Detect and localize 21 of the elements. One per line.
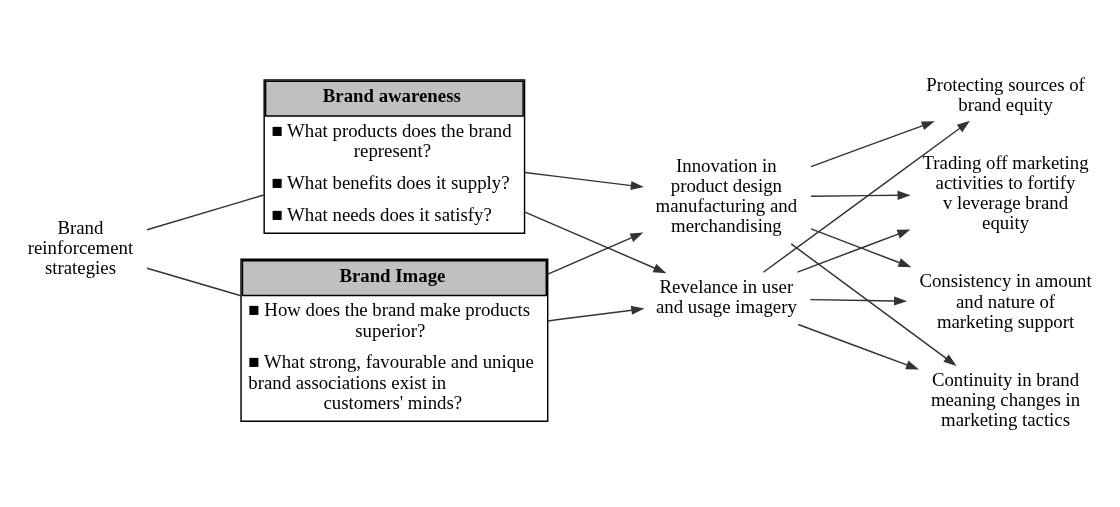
arrow — [547, 305, 645, 322]
arrow — [547, 232, 644, 275]
node-text: Consistency in amount and nature of marketing support — [919, 270, 1092, 332]
connector — [146, 267, 242, 297]
arrow — [810, 121, 935, 168]
connector — [146, 194, 265, 231]
arrow — [524, 171, 644, 191]
node-text: Brand reinforcement strategies — [27, 216, 134, 279]
arrow — [524, 211, 667, 274]
arrow — [810, 190, 911, 200]
arrow — [810, 228, 912, 268]
node-text: Innovation in product design manufacturing and merchandising — [655, 154, 798, 237]
node-text: Revelance in user and usage imagery — [655, 276, 797, 318]
node-text: Trading off marketing activities to fortify v leverage brand equity — [922, 151, 1089, 234]
arrow — [790, 243, 957, 366]
arrow — [796, 229, 911, 273]
node-text: Protecting sources of brand equity — [926, 73, 1085, 115]
arrow — [809, 296, 908, 306]
arrow — [797, 323, 920, 370]
arrow — [762, 120, 970, 273]
node-text: Continuity in brand meaning changes in marketing tactics — [930, 368, 1081, 431]
